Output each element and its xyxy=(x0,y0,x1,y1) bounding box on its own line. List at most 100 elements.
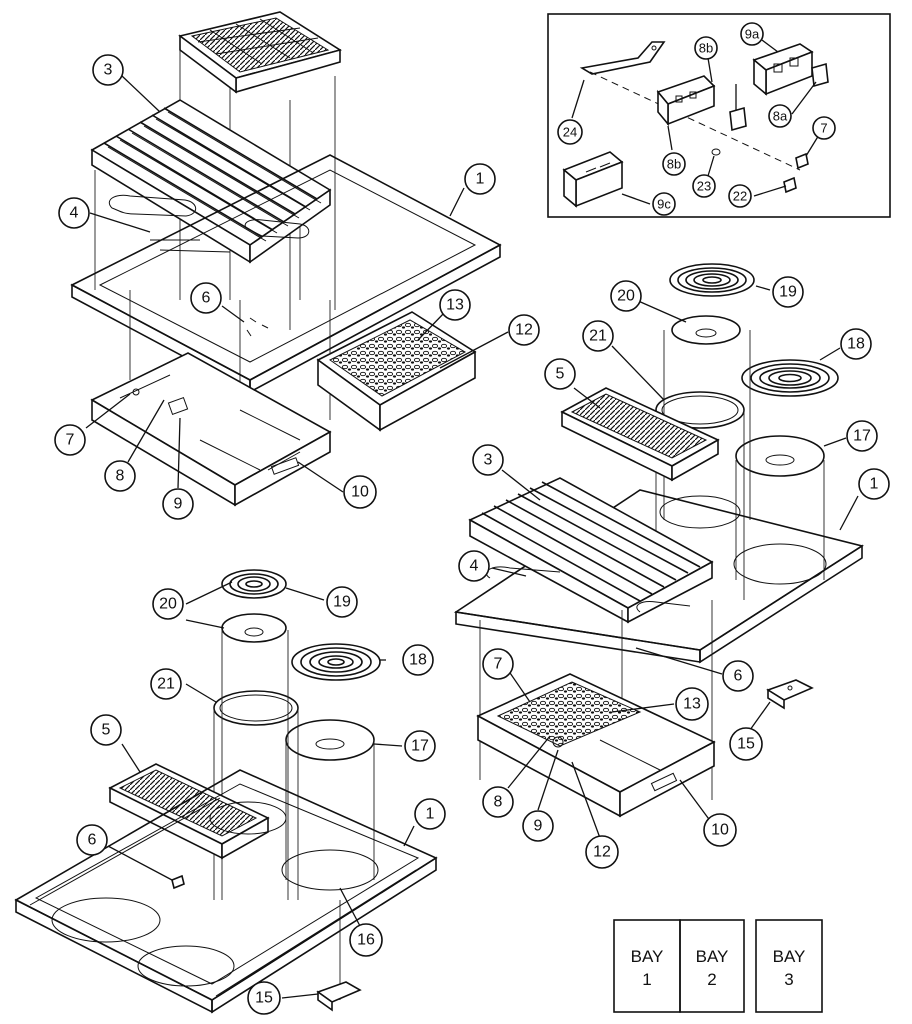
leader-line xyxy=(127,399,165,463)
callout: 3 xyxy=(92,54,124,86)
callout: 23 xyxy=(692,174,716,198)
callouts-top-left: 3 4 1 6 13 12 7 8 9 10 xyxy=(54,54,540,520)
svg-text:6: 6 xyxy=(88,832,97,849)
leader-line xyxy=(753,185,787,197)
svg-text:6: 6 xyxy=(734,668,743,685)
drip-bowl-17 xyxy=(735,435,825,477)
callout: 13 xyxy=(675,687,709,721)
leader-line xyxy=(621,193,651,205)
control-block-9c xyxy=(562,151,624,208)
leader-line xyxy=(571,761,601,839)
controls-inset xyxy=(547,13,891,218)
callout: 16 xyxy=(349,923,383,957)
callout: 3 xyxy=(472,444,504,476)
svg-text:3: 3 xyxy=(484,452,493,469)
grill-assembly-top-left xyxy=(70,11,509,507)
svg-text:13: 13 xyxy=(446,297,464,314)
callout: 6 xyxy=(76,824,108,856)
surface-element-19-bottom xyxy=(221,569,287,599)
callouts-right: 20 19 21 18 5 17 3 1 4 6 7 13 15 8 9 12 … xyxy=(458,276,890,869)
callout: 21 xyxy=(582,320,614,352)
leader-line xyxy=(403,825,415,847)
svg-text:4: 4 xyxy=(470,558,479,575)
clip xyxy=(811,62,829,88)
callout: 8b xyxy=(694,36,718,60)
svg-text:9: 9 xyxy=(534,818,543,835)
callout: 9 xyxy=(522,810,554,842)
leader-line xyxy=(417,311,446,341)
callout: 4 xyxy=(458,550,490,582)
leader-line xyxy=(501,469,541,501)
callouts-inset: 9a 8b 8a 7 24 8b 23 22 9c xyxy=(557,22,836,216)
vent-grille-5-bottom xyxy=(108,763,270,860)
leader-line xyxy=(667,125,673,151)
bay-label: BAY xyxy=(773,947,806,966)
knob xyxy=(795,152,809,170)
svg-text:7: 7 xyxy=(66,432,75,449)
svg-text:12: 12 xyxy=(515,322,533,339)
leader-line xyxy=(185,581,233,605)
callout: 7 xyxy=(812,116,836,140)
callout: 6 xyxy=(190,282,222,314)
leader-line xyxy=(707,155,715,177)
svg-text:9: 9 xyxy=(174,496,183,513)
callout: 1 xyxy=(464,163,496,195)
rock-tray xyxy=(316,311,477,432)
vent-grille-5-right xyxy=(560,387,720,482)
svg-text:1: 1 xyxy=(476,171,485,188)
svg-text:1: 1 xyxy=(870,476,879,493)
svg-text:12: 12 xyxy=(593,844,611,861)
leader-line xyxy=(121,743,141,773)
svg-text:5: 5 xyxy=(102,722,111,739)
svg-text:22: 22 xyxy=(733,189,747,204)
cooktop-frame-bottom xyxy=(14,769,438,1014)
callout: 9a xyxy=(740,22,764,46)
svg-text:19: 19 xyxy=(333,594,351,611)
callout: 10 xyxy=(343,475,377,509)
svg-text:8: 8 xyxy=(494,794,503,811)
leader-line xyxy=(281,993,319,999)
svg-text:17: 17 xyxy=(411,738,429,755)
leader-line xyxy=(507,669,531,703)
leader-line xyxy=(839,495,859,531)
svg-text:7: 7 xyxy=(494,656,503,673)
leader-line xyxy=(507,735,551,789)
leader-line xyxy=(635,299,687,323)
svg-text:16: 16 xyxy=(357,932,375,949)
callout: 1 xyxy=(858,468,890,500)
inset-border xyxy=(547,13,891,218)
assembly-axis xyxy=(589,71,801,171)
burner-box-right xyxy=(476,673,716,818)
callout: 4 xyxy=(58,197,90,229)
leader-line xyxy=(85,393,131,429)
bay-box-3 xyxy=(755,919,823,1013)
leader-line xyxy=(823,437,847,447)
leader-line xyxy=(791,81,817,115)
leader-line xyxy=(755,285,771,291)
callout: 17 xyxy=(846,420,878,452)
leader-line xyxy=(221,305,245,323)
leader-line xyxy=(177,417,181,489)
assembly-right xyxy=(453,263,864,839)
leader-line xyxy=(185,683,217,703)
callout: 5 xyxy=(544,358,576,390)
callout: 8b xyxy=(662,152,686,176)
callout: 21 xyxy=(150,668,182,700)
guide-lines xyxy=(94,170,331,420)
svg-text:8a: 8a xyxy=(773,109,788,124)
leader-line xyxy=(537,749,559,811)
callout: 10 xyxy=(703,813,737,847)
drip-bowl-20 xyxy=(671,315,741,345)
clip xyxy=(729,106,747,132)
switch-block-8b xyxy=(656,75,716,127)
callout: 20 xyxy=(152,588,184,620)
callout: 8 xyxy=(104,460,136,492)
callouts-bottom-left: 20 19 18 21 17 5 1 6 16 15 xyxy=(76,586,446,1015)
svg-text:10: 10 xyxy=(711,822,729,839)
leader-line xyxy=(761,39,779,53)
bay-number: 2 xyxy=(707,970,716,989)
callout: 8a xyxy=(768,104,792,128)
svg-text:17: 17 xyxy=(853,428,871,445)
drip-bowl-17-bottom xyxy=(285,719,375,761)
